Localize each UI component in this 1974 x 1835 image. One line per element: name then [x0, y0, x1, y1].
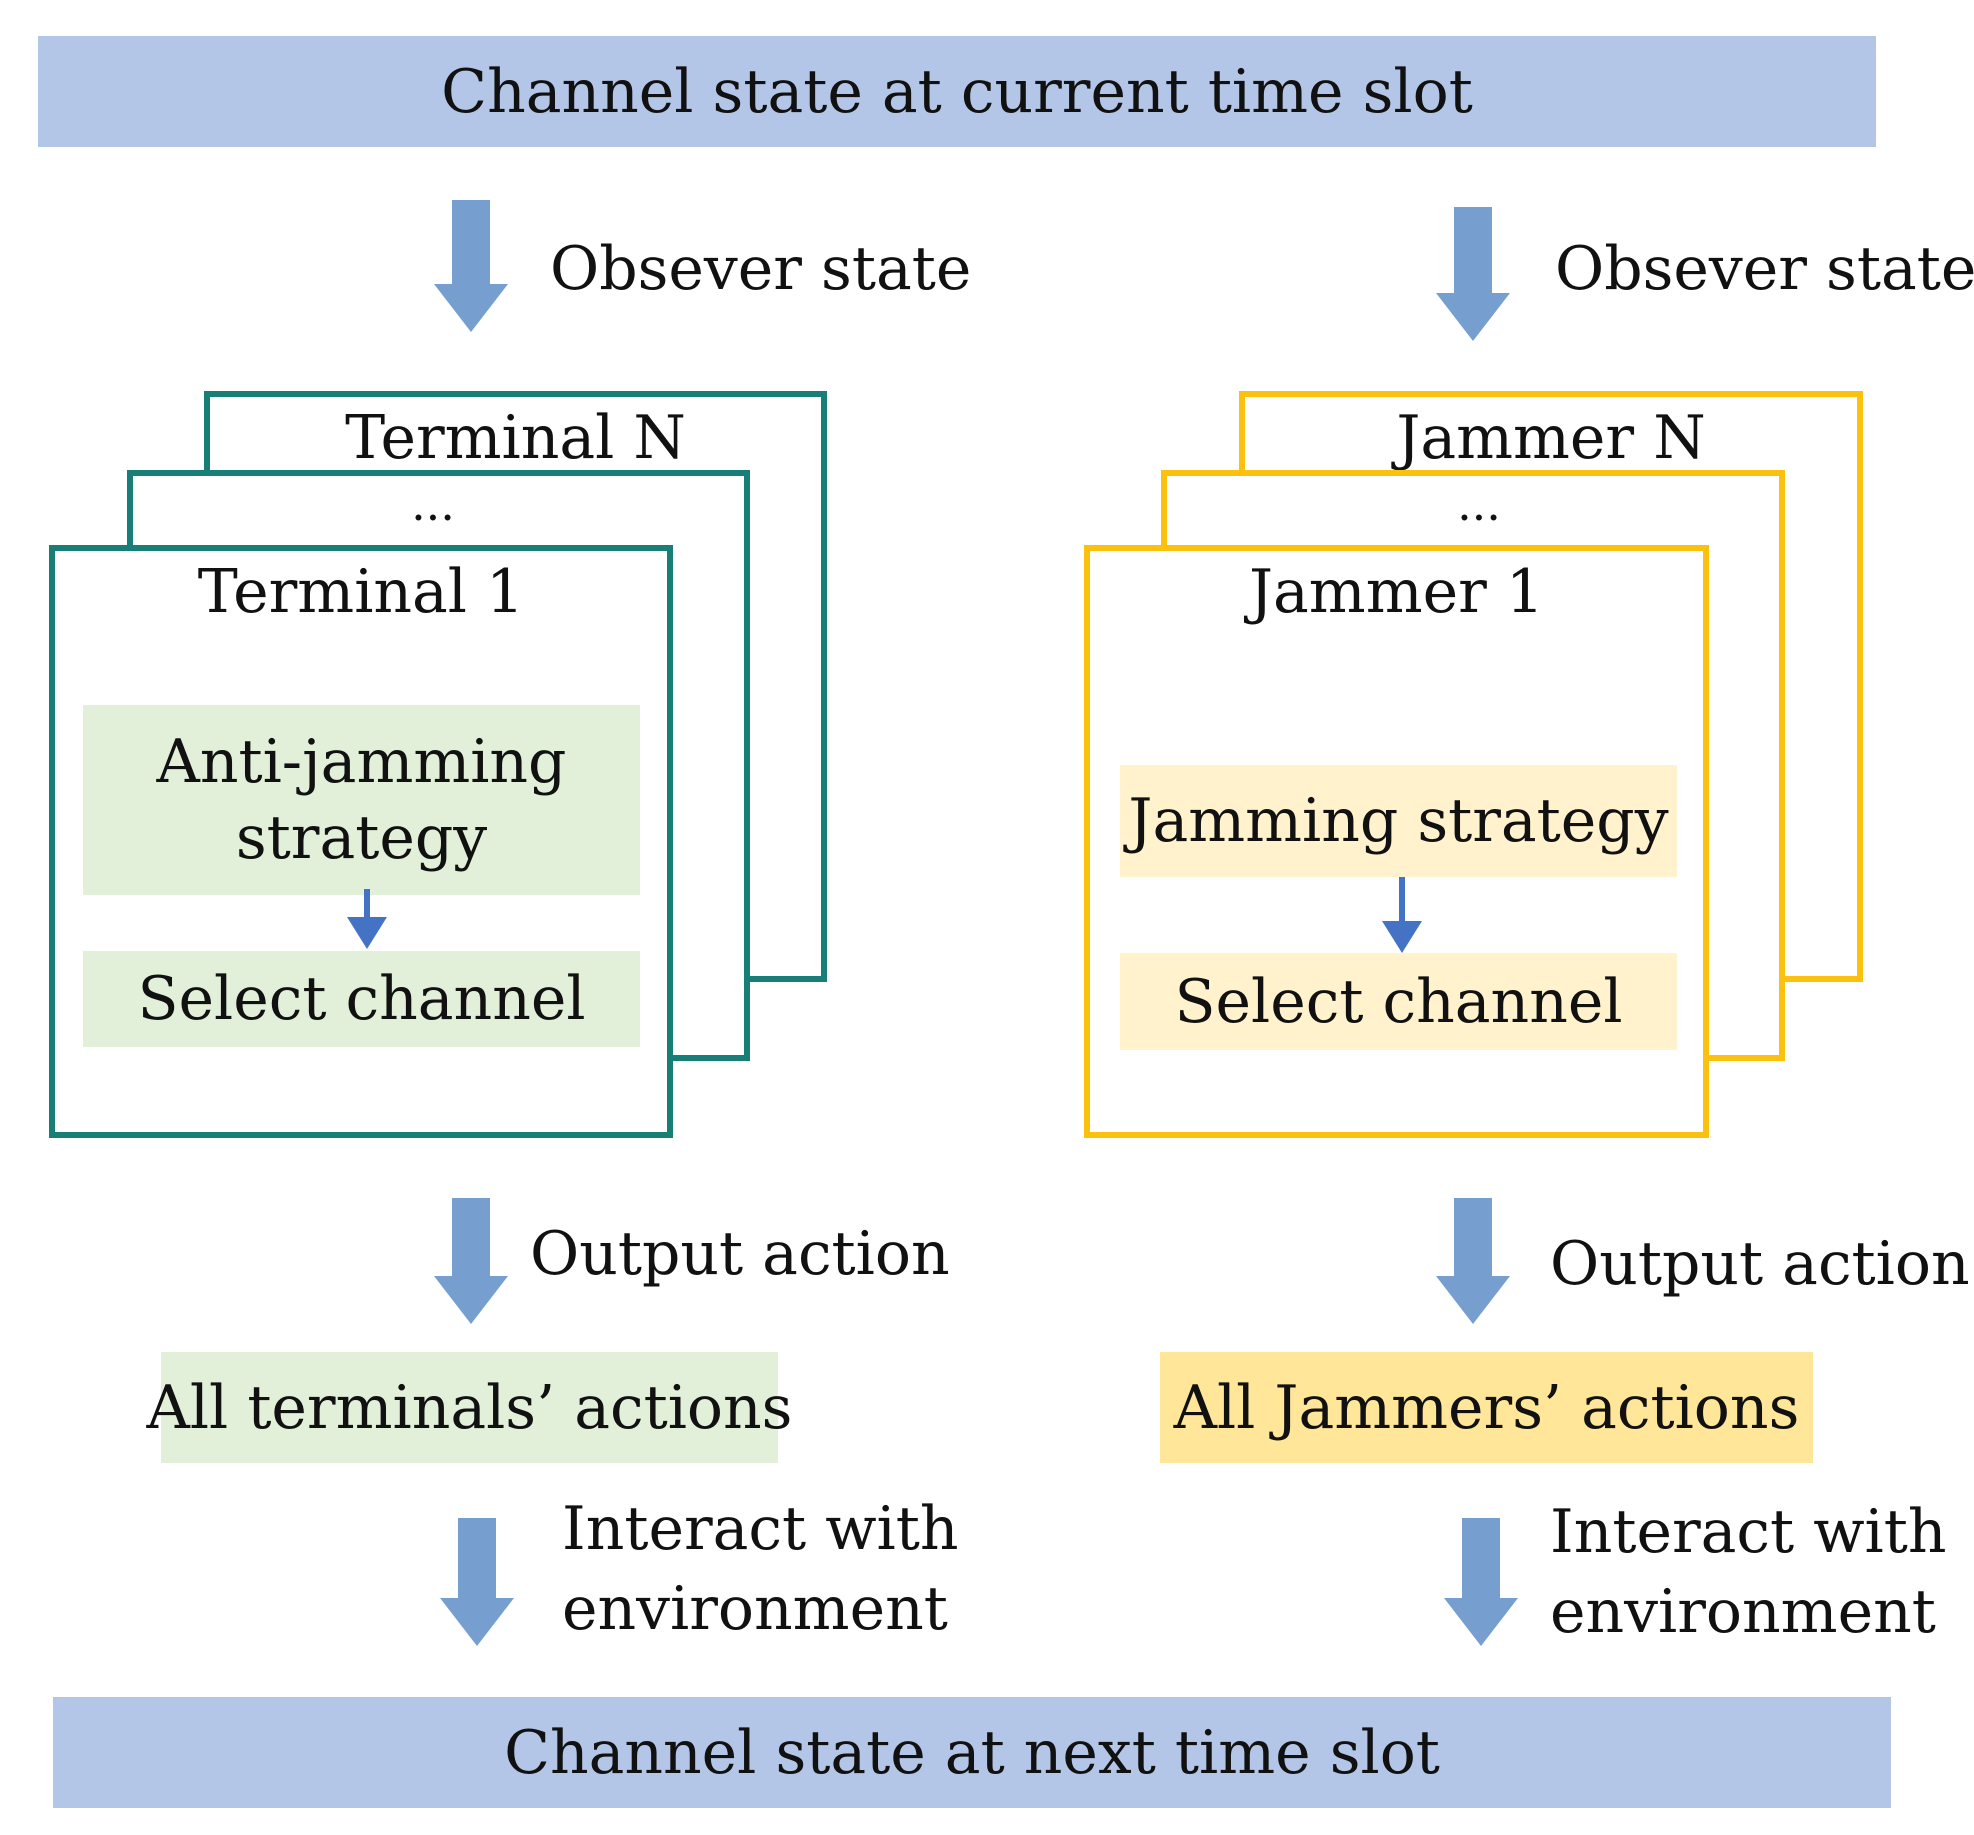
jammer-interact-label-2: environment — [1550, 1577, 1936, 1647]
terminal-ellipsis: ... — [411, 477, 455, 531]
jammer-select-channel-box: Select channel — [1120, 953, 1677, 1050]
terminal-interact-label-1: Interact with — [562, 1494, 959, 1564]
jammer-small-arrow — [1382, 877, 1422, 955]
top-bar-current-slot: Channel state at current time slot — [38, 36, 1876, 147]
jammer-output-arrow — [1436, 1198, 1510, 1324]
terminal-interact-arrow — [440, 1518, 514, 1646]
jammer-interact-arrow — [1444, 1518, 1518, 1646]
terminal-select-channel-text: Select channel — [137, 964, 586, 1034]
terminal-small-arrow — [347, 889, 387, 951]
jammer-actions-box: All Jammers’ actions — [1160, 1352, 1813, 1463]
terminal-observe-arrow — [434, 200, 508, 332]
jammer-strategy-text: Jamming strategy — [1128, 786, 1669, 856]
terminal-card-n-title: Terminal N — [345, 403, 686, 473]
jammer-card-1: Jammer 1 Jamming strategy Select channel — [1084, 545, 1709, 1138]
jammer-observe-arrow — [1436, 207, 1510, 342]
terminal-select-channel-box: Select channel — [83, 951, 640, 1047]
terminal-actions-text: All terminals’ actions — [146, 1372, 793, 1443]
terminal-card-1-title: Terminal 1 — [197, 557, 525, 627]
jammer-actions-text: All Jammers’ actions — [1173, 1372, 1800, 1443]
jammer-observe-label: Obsever state — [1555, 234, 1974, 304]
jammer-card-1-title: Jammer 1 — [1248, 557, 1545, 627]
terminal-strategy-line1: Anti-jamming — [156, 727, 567, 797]
top-bar-text: Channel state at current time slot — [441, 56, 1473, 127]
jammer-ellipsis: ... — [1457, 477, 1501, 531]
jammer-select-channel-text: Select channel — [1174, 966, 1623, 1037]
jammer-interact-label-1: Interact with — [1550, 1497, 1947, 1567]
terminal-observe-label: Obsever state — [550, 234, 972, 304]
bottom-bar-next-slot: Channel state at next time slot — [53, 1697, 1891, 1808]
jammer-output-label: Output action — [1550, 1229, 1970, 1299]
terminal-interact-label-2: environment — [562, 1574, 948, 1644]
jammer-card-n-title: Jammer N — [1396, 403, 1706, 473]
jammer-strategy-box: Jamming strategy — [1120, 765, 1677, 877]
terminal-actions-box: All terminals’ actions — [147, 1352, 792, 1463]
terminal-output-arrow — [434, 1198, 508, 1324]
terminal-strategy-box: Anti-jamming strategy — [83, 705, 640, 895]
terminal-card-1: Terminal 1 Anti-jamming strategy Select … — [49, 545, 673, 1138]
terminal-output-label: Output action — [530, 1219, 950, 1289]
terminal-strategy-line2: strategy — [235, 803, 488, 873]
bottom-bar-text: Channel state at next time slot — [504, 1717, 1440, 1788]
